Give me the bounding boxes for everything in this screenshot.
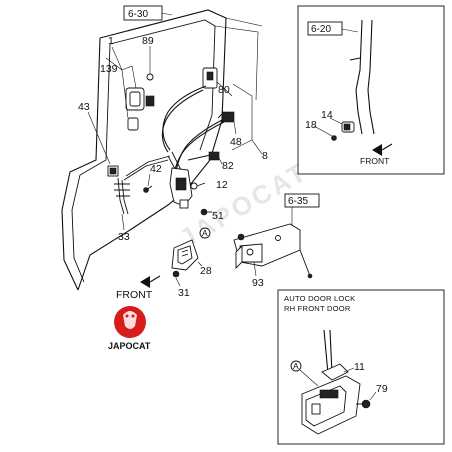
callout-82: 82 (222, 160, 234, 172)
japocat-logo: JAPOCAT (108, 306, 151, 351)
marker-a-main-label: A (202, 228, 208, 238)
logo-text: JAPOCAT (108, 341, 151, 351)
part-43-clip (107, 165, 119, 177)
callout-48: 48 (230, 136, 242, 148)
callout-51: 51 (212, 210, 224, 222)
part-93-bracket (233, 223, 313, 279)
callout-31: 31 (178, 287, 190, 299)
part-51-bolt (200, 208, 212, 216)
callout-14: 14 (321, 109, 333, 121)
part-48-clip (217, 111, 235, 123)
door-lock-actuator (169, 167, 193, 209)
callout-93: 93 (252, 277, 264, 289)
part-12-screw (190, 182, 206, 190)
callout-139: 139 (100, 63, 118, 75)
callout-18: 18 (305, 119, 317, 131)
callout-11: 11 (354, 361, 365, 373)
ref-box-6-30: 6-30 (123, 5, 173, 21)
part-79-bolt (356, 399, 371, 409)
marker-a-inset-label: A (293, 361, 299, 371)
part-82-clip (208, 151, 220, 161)
callout-42: 42 (150, 163, 162, 175)
part-28-inside-handle (171, 239, 199, 271)
part-11-actuator (301, 363, 361, 435)
inset-title-line2: RH FRONT DOOR (284, 304, 351, 313)
callout-12: 12 (216, 179, 228, 191)
front-label-inset: FRONT (360, 156, 389, 166)
part-1-bracket-bolts (125, 73, 155, 131)
part-14-clip (341, 121, 355, 133)
inset-front-pillar: 6-20 14 18 FRONT (297, 5, 445, 175)
part-42-screw (143, 185, 153, 193)
callout-28: 28 (200, 265, 212, 277)
callout-80: 80 (218, 84, 230, 96)
part-31-screw (172, 270, 180, 278)
callout-8: 8 (262, 150, 268, 162)
ref-6-30-label: 6-30 (128, 9, 148, 20)
inset-auto-door-lock: AUTO DOOR LOCK RH FRONT DOOR 11 79 A (277, 289, 445, 445)
callout-1: 1 (108, 35, 114, 47)
door-panel-outline (61, 9, 263, 291)
front-arrow-main (140, 275, 161, 288)
part-80-clip (202, 67, 218, 89)
inset-title-line1: AUTO DOOR LOCK (284, 294, 355, 303)
part-33-rod (114, 177, 130, 215)
ref-6-20-label: 6-20 (311, 24, 331, 35)
front-arrow-inset (372, 143, 393, 156)
ref-6-35-label: 6-35 (288, 196, 308, 207)
callout-33: 33 (118, 231, 130, 243)
ref-box-6-35: 6-35 (284, 193, 320, 226)
marker-a-inset: A (290, 360, 319, 387)
callout-43: 43 (78, 101, 90, 113)
callout-89: 89 (142, 35, 154, 47)
marker-a-main: A (199, 227, 211, 239)
front-label-main: FRONT (116, 289, 153, 301)
callout-79: 79 (376, 383, 388, 395)
